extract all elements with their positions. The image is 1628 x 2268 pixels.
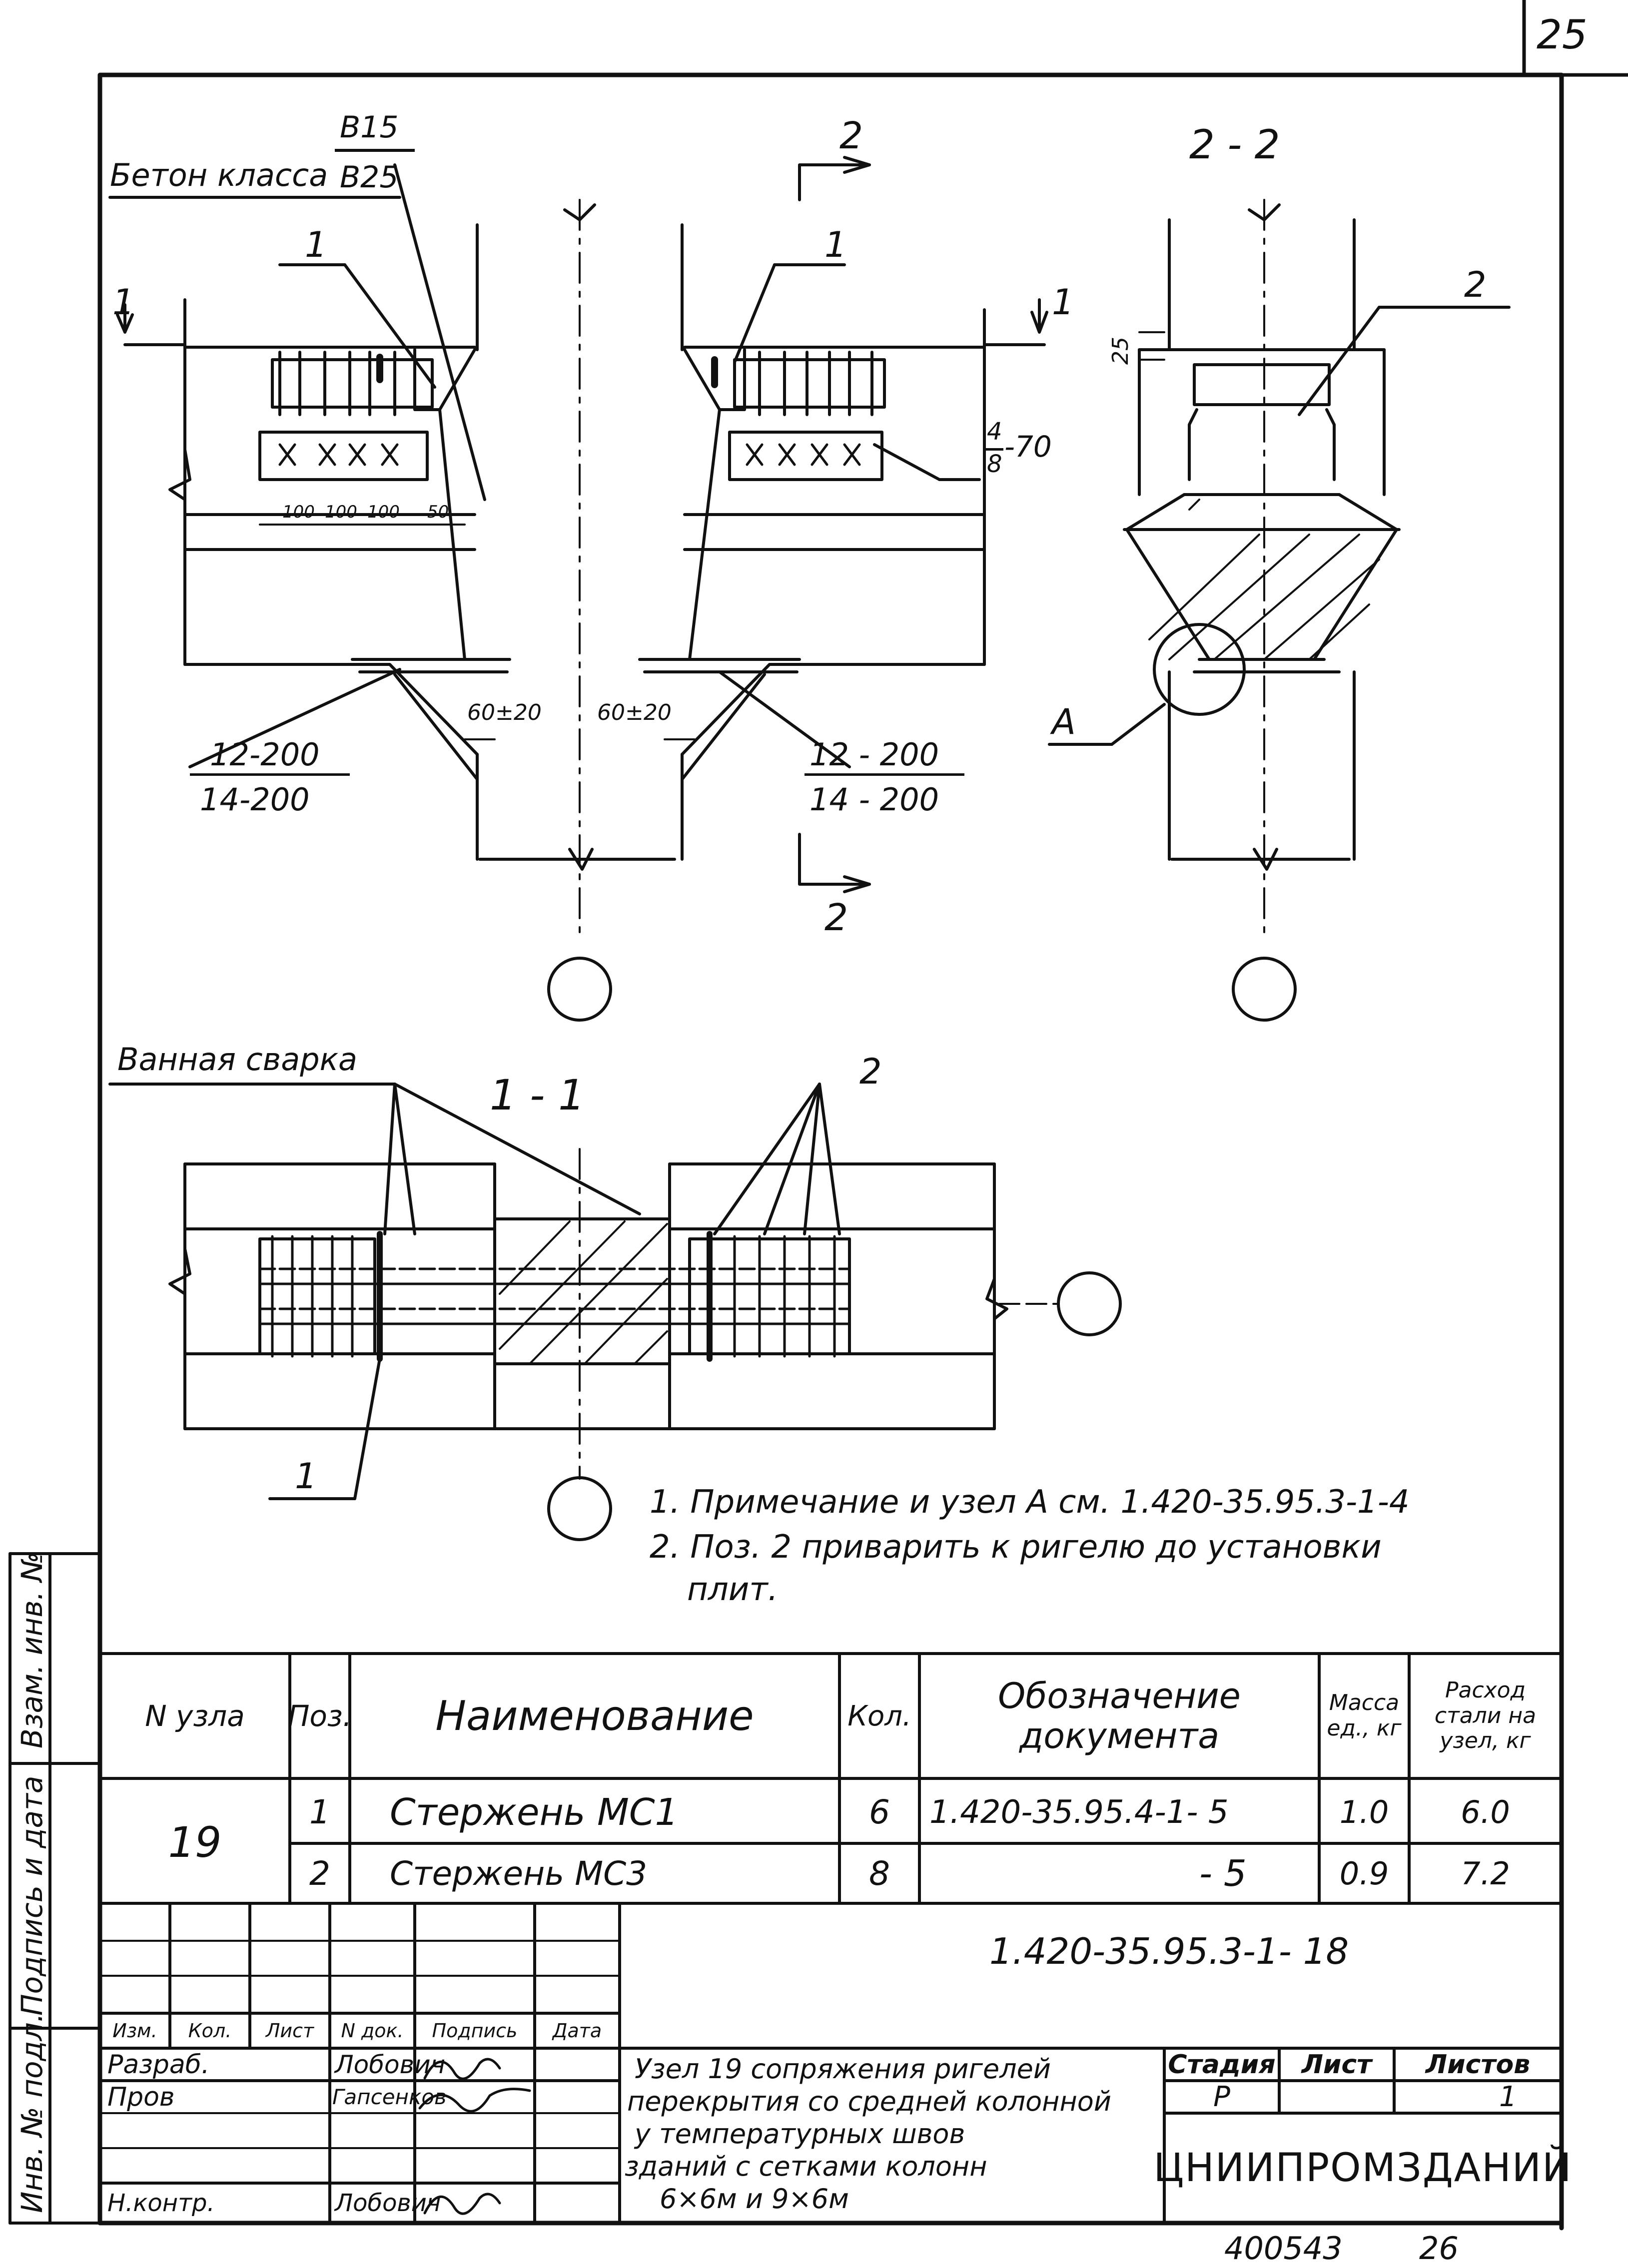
section-2-2-title: 2 - 2 <box>1189 121 1280 168</box>
title-header-sheet: Лист <box>265 2020 314 2042</box>
name-normcontrol: Лобович <box>335 2189 441 2217</box>
stamp-signature-date: Подпись и дата <box>15 1775 49 2016</box>
spec-row-2-position: 2 <box>309 1854 330 1893</box>
position-2-label-11: 2 <box>859 1051 882 1092</box>
drawing-title-line-2: перекрытия со средней колонной <box>627 2086 1111 2117</box>
spec-node-number: 19 <box>168 1817 222 1867</box>
drawing-title-line-4: зданий с сетками колонн <box>625 2151 987 2182</box>
drawing-title-line-5: 6×6м и 9×6м <box>660 2183 849 2215</box>
rebar-note-left-2: 14-200 <box>200 781 310 818</box>
dimension-50: 50 <box>427 502 449 522</box>
rebar-note-left-divider <box>190 773 350 776</box>
stamp-replace-inventory: Взам. инв. № <box>15 1552 49 1748</box>
sheet-number: 25 <box>1537 11 1588 58</box>
position-1-label-right: 1 <box>824 224 847 265</box>
position-1-label-11: 1 <box>295 1456 317 1497</box>
rebar-note-right-divider <box>805 773 964 776</box>
dimension-25: 25 <box>1108 337 1133 365</box>
section-2-mark-bottom: 2 <box>824 896 848 939</box>
section-2-mark-top: 2 <box>839 114 863 157</box>
title-header-date: Дата <box>552 2020 602 2042</box>
role-checked: Пров <box>107 2082 175 2112</box>
spec-row-2-name: Стержень МС3 <box>390 1854 648 1893</box>
note-1: 1. Примечание и узел А см. 1.420-35.95.3… <box>650 1484 1410 1521</box>
title-header-doc-number: N док. <box>341 2020 404 2042</box>
dimension-100-3: 100 <box>367 502 400 522</box>
sheets-label: Листов <box>1425 2049 1531 2080</box>
node-a-label: А <box>1052 701 1076 742</box>
spec-header-name: Наименование <box>435 1692 754 1740</box>
spec-row-2-quantity: 8 <box>869 1854 890 1893</box>
section-1-mark-left: 1 <box>112 282 135 323</box>
weld-spec-numerator: 4 <box>987 418 1002 446</box>
spec-header-position: Поз. <box>287 1699 352 1733</box>
note-2: 2. Поз. 2 приварить к ригелю до установк… <box>650 1529 1382 1566</box>
spec-row-1-quantity: 6 <box>869 1793 890 1831</box>
weld-spec-divider <box>983 448 1003 451</box>
sheet-frame <box>97 72 1564 2231</box>
sheet-label: Лист <box>1301 2049 1372 2080</box>
rebar-note-right-1: 12 - 200 <box>810 736 939 773</box>
title-header-change: Изм. <box>112 2020 157 2042</box>
position-2-label-section: 2 <box>1464 264 1487 305</box>
name-developer: Лобович <box>335 2050 446 2079</box>
role-developer: Разраб. <box>107 2049 210 2080</box>
gap-dimension-left: 60±20 <box>467 700 542 725</box>
spec-row-1-mass: 1.0 <box>1339 1794 1389 1830</box>
spec-row-1-name: Стержень МС1 <box>390 1790 679 1834</box>
weld-spec-denominator: 8 <box>987 450 1002 478</box>
spec-header-quantity: Кол. <box>847 1700 911 1732</box>
title-header-signature: Подпись <box>432 2020 518 2042</box>
spec-row-2-mass: 0.9 <box>1339 1855 1389 1892</box>
dimension-100-1: 100 <box>282 502 315 522</box>
stage-label: Стадия <box>1168 2049 1276 2080</box>
spec-row-2-consumption: 7.2 <box>1461 1855 1510 1892</box>
archive-page: 26 <box>1419 2230 1459 2267</box>
spec-row-1-document: 1.420-35.95.4-1- 5 <box>929 1793 1229 1831</box>
gap-dimension-right: 60±20 <box>597 700 672 725</box>
spec-header-node: N узла <box>145 1699 245 1733</box>
weld-spec-length: -70 <box>1004 430 1052 464</box>
note-2-continued: плит. <box>687 1571 778 1608</box>
spec-row-2-document: - 5 <box>1199 1852 1247 1894</box>
organization-name: ЦНИИПРОМЗДАНИЙ <box>1153 2146 1573 2191</box>
rebar-note-right-2: 14 - 200 <box>810 781 939 818</box>
spec-row-1-position: 1 <box>309 1793 330 1831</box>
archive-code: 400543 <box>1224 2230 1343 2267</box>
concrete-class-label: Бетон класса <box>110 157 328 193</box>
concrete-class-divider <box>335 149 415 152</box>
spec-header-consumption: Расход стали на узел, кг <box>1434 1678 1537 1754</box>
section-1-1-title: 1 - 1 <box>490 1071 585 1120</box>
concrete-class-bottom: В25 <box>340 160 399 195</box>
drawing-title-line-3: у температурных швов <box>635 2118 965 2150</box>
document-code: 1.420-35.95.3-1- 18 <box>989 1930 1349 1972</box>
role-normcontrol: Н.контр. <box>107 2189 215 2217</box>
rebar-note-left-1: 12-200 <box>210 736 320 773</box>
drawing-title-line-1: Узел 19 сопряжения ригелей <box>635 2053 1051 2085</box>
spec-header-mass: Масса ед., кг <box>1327 1690 1402 1741</box>
concrete-class-top: В15 <box>340 110 399 145</box>
spec-row-1-consumption: 6.0 <box>1461 1794 1510 1830</box>
title-header-qty: Кол. <box>188 2020 232 2042</box>
stage-value: Р <box>1213 2081 1230 2113</box>
position-1-label-left: 1 <box>305 224 327 265</box>
dimension-100-2: 100 <box>325 502 357 522</box>
stamp-inventory-original: Инв. № подл. <box>15 2013 49 2213</box>
bath-welding-label: Ванная сварка <box>117 1041 358 1078</box>
sheets-value: 1 <box>1499 2081 1517 2113</box>
section-1-mark-right: 1 <box>1052 282 1074 323</box>
spec-header-document: Обозначение документа <box>998 1675 1241 1756</box>
name-checked: Гапсенков <box>332 2085 447 2109</box>
